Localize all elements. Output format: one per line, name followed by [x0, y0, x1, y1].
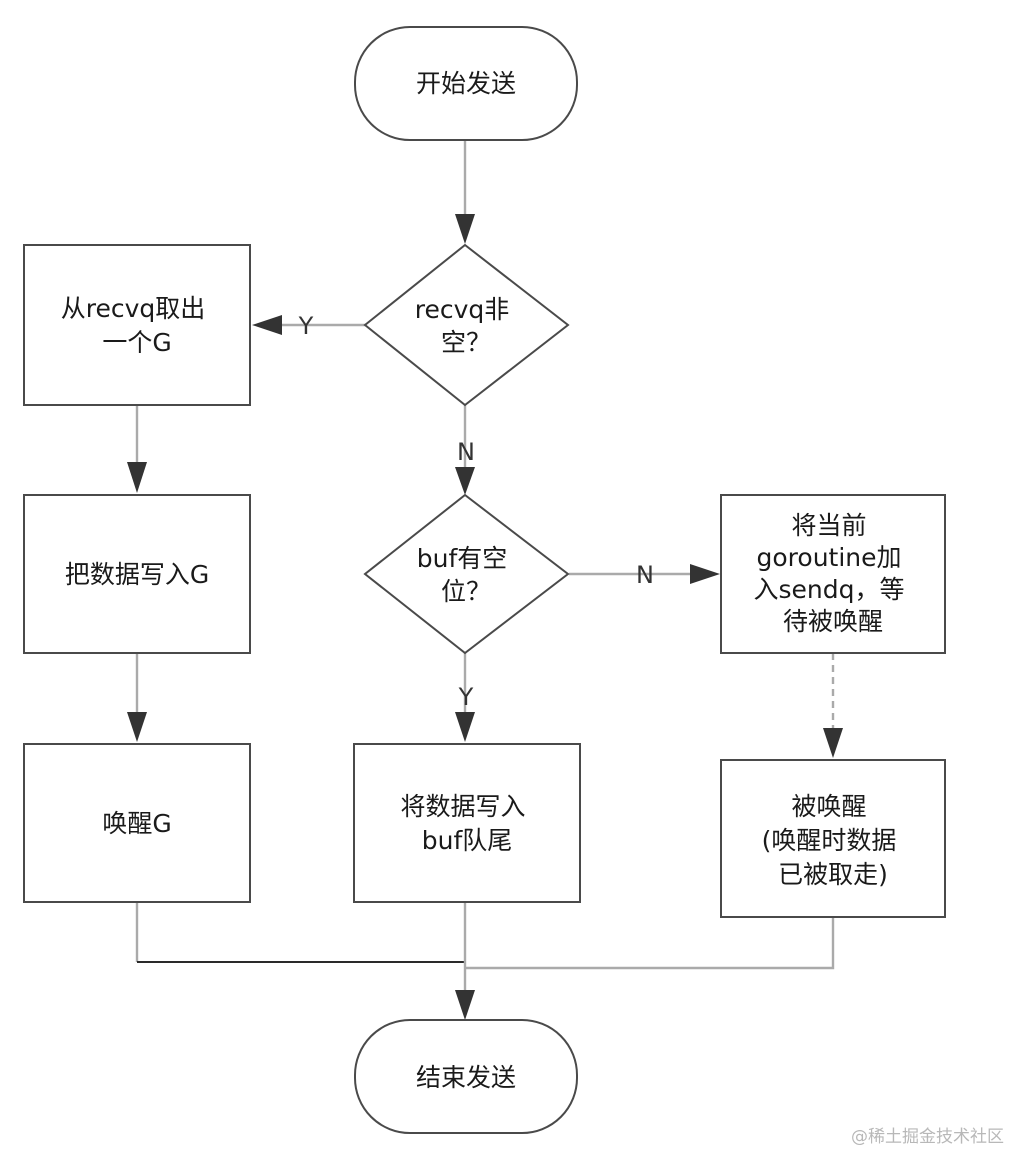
- buf-check-label-line-1: buf有空: [417, 544, 508, 573]
- buf-check-label: buf有空 位？: [417, 544, 515, 606]
- write-buf-label-line-2: buf队尾: [422, 826, 513, 855]
- start-terminal: [354, 26, 578, 141]
- enqueue-sendq-label-line-2: goroutine加: [757, 543, 902, 572]
- wake-g-label-line-1: 唤醒G: [102, 809, 171, 838]
- arrowhead-wake-g: [127, 712, 147, 742]
- edge-woken-to-merge: [465, 917, 835, 970]
- arrowhead-woken: [823, 728, 843, 758]
- take-g-label-line-2: 一个G: [102, 328, 171, 357]
- watermark: @稀土掘金技术社区: [851, 1127, 1004, 1147]
- enqueue-sendq-box: [720, 494, 946, 654]
- write-buf-label-line-1: 将数据写入: [401, 792, 526, 821]
- end-label: 结束发送: [416, 1063, 516, 1092]
- arrowhead-write-g: [127, 462, 147, 493]
- arrowhead-enqueue-sendq: [690, 564, 720, 584]
- enqueue-sendq-label-line-3: 入sendq，等: [754, 575, 905, 604]
- take-g-label-line-1: 从recvq取出: [61, 294, 206, 323]
- write-buf-label: 将数据写入 buf队尾: [401, 792, 534, 855]
- edge-label-buf-no: N: [636, 561, 654, 589]
- recvq-check-label-line-1: recvq非: [415, 295, 510, 324]
- write-g-box: [23, 494, 251, 654]
- take-g-label: 从recvq取出 一个G: [61, 294, 213, 357]
- write-buf-box: [353, 743, 581, 903]
- buf-check-label-line-2: 位？: [441, 577, 491, 606]
- start-label: 开始发送: [416, 69, 516, 98]
- edge-labels: Y N N Y: [298, 312, 654, 711]
- recvq-check-label-line-2: 空？: [441, 328, 491, 357]
- enqueue-sendq-label-line-4: 待被唤醒: [783, 607, 883, 636]
- end-label-line-1: 结束发送: [416, 1063, 516, 1092]
- start-label-line-1: 开始发送: [416, 69, 516, 98]
- arrowhead-end: [455, 990, 475, 1020]
- buf-check-diamond: [363, 493, 570, 655]
- write-g-label: 把数据写入G: [65, 560, 209, 589]
- recvq-check-diamond: [363, 243, 570, 407]
- nodes: [23, 26, 946, 1134]
- write-g-label-line-1: 把数据写入G: [65, 560, 209, 589]
- node-labels: 开始发送 recvq非 空？ 从recvq取出 一个G 把数据写入G 唤醒G b…: [61, 69, 913, 1092]
- wake-g-box: [23, 743, 251, 903]
- arrowhead-write-buf: [455, 712, 475, 742]
- woken-label-line-3: 已被取走): [778, 860, 888, 889]
- arrowhead-buf-check: [455, 467, 475, 495]
- connectors: [127, 140, 843, 1020]
- wake-g-label: 唤醒G: [102, 809, 171, 838]
- edge-label-recvq-yes: Y: [298, 312, 314, 340]
- edge-label-buf-yes: Y: [458, 683, 474, 711]
- arrowhead-take-g: [252, 315, 282, 335]
- enqueue-sendq-label-line-1: 将当前: [792, 511, 867, 540]
- end-terminal: [354, 1019, 578, 1134]
- woken-label-line-1: 被唤醒: [792, 792, 867, 821]
- edge-label-recvq-no: N: [457, 438, 475, 466]
- woken-label-line-2: (唤醒时数据: [762, 826, 897, 855]
- woken-box: [720, 759, 946, 918]
- arrowhead-recvq-check: [455, 214, 475, 244]
- take-g-box: [23, 244, 251, 406]
- woken-label: 被唤醒 (唤醒时数据 已被取走): [762, 792, 905, 889]
- enqueue-sendq-label: 将当前 goroutine加 入sendq，等 待被唤醒: [754, 511, 913, 636]
- recvq-check-label: recvq非 空？: [415, 295, 517, 357]
